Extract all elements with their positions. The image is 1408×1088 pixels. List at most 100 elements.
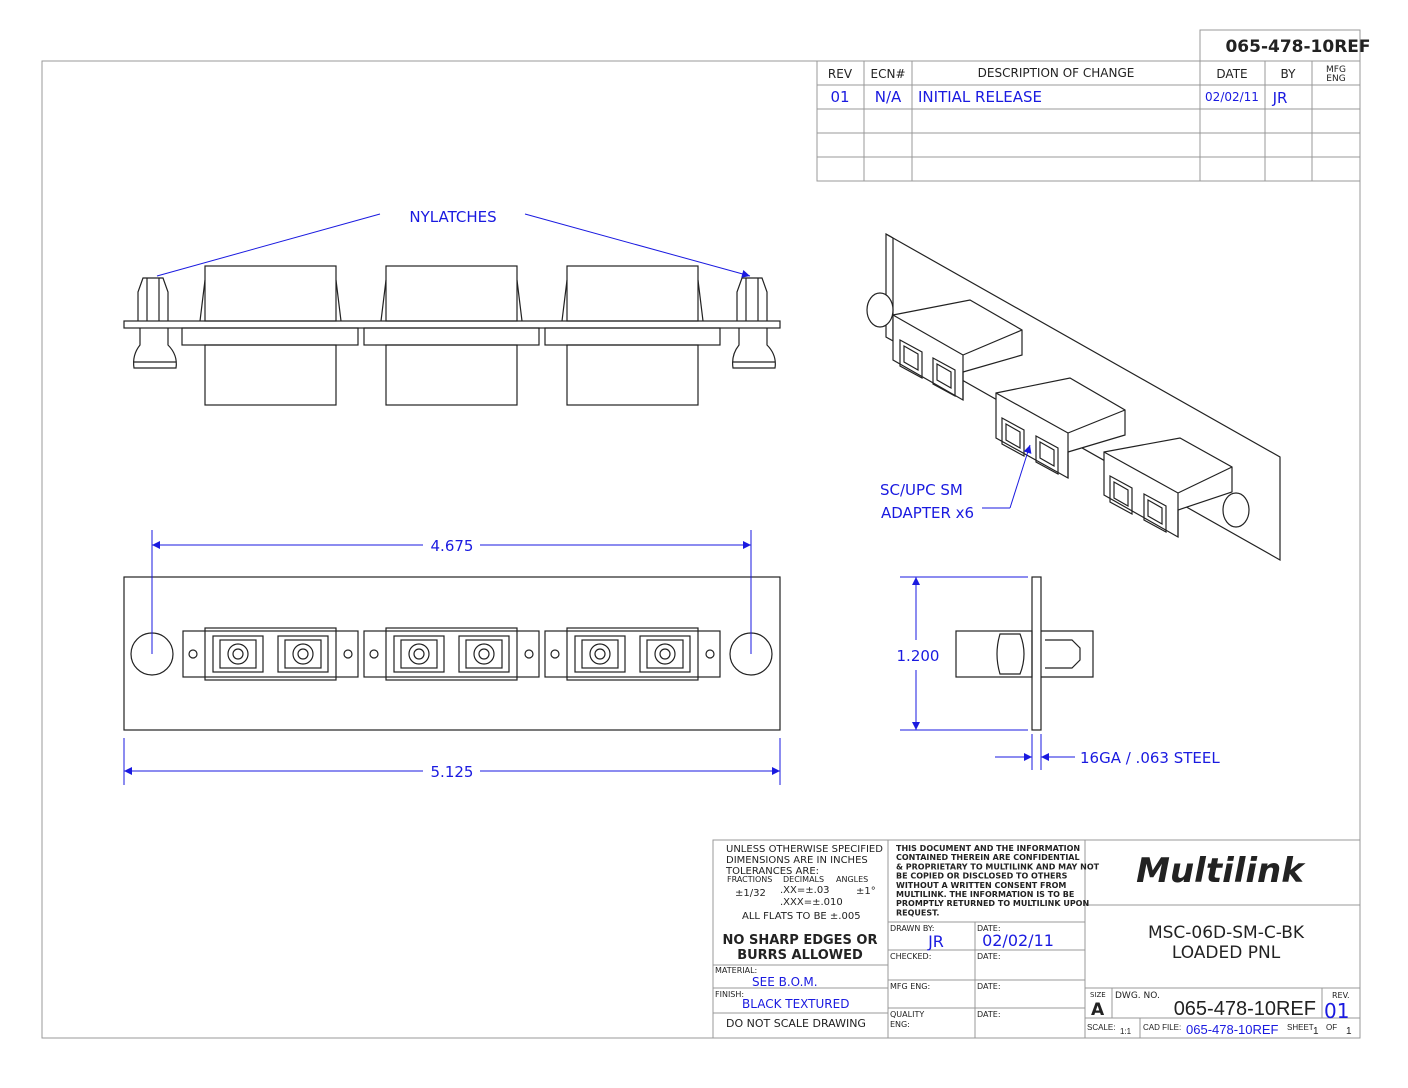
iso-port <box>1143 492 1167 534</box>
of-value: 1 <box>1346 1026 1352 1037</box>
adapter-front-2 <box>363 627 540 681</box>
drawn-date-value: 02/02/11 <box>982 931 1054 950</box>
revision-rev: 01 <box>830 88 849 106</box>
sc-port <box>212 635 264 673</box>
revision-row: 01 N/A INITIAL RELEASE 02/02/11 JR <box>830 88 1287 107</box>
iso-adapter-3 <box>1103 437 1233 539</box>
scale-value: 1:1 <box>1120 1027 1132 1036</box>
iso-nylatch-left <box>866 292 894 328</box>
date-header: DATE <box>1216 67 1247 81</box>
confidential-line: & PROPRIETARY TO MULTILINK AND MAY NOT <box>896 862 1100 871</box>
iso-nylatch-right <box>1222 492 1250 528</box>
nylatches-callout: NYLATCHES <box>409 208 496 226</box>
adapter-front-3 <box>544 627 721 681</box>
mounting-hole <box>188 649 198 659</box>
quality-date-label: DATE: <box>977 1010 1001 1019</box>
confidential-line: BE COPIED OR DISCLOSED TO OTHERS <box>896 872 1068 881</box>
mounting-hole <box>369 649 379 659</box>
iso-port <box>1035 434 1059 476</box>
dwg-no-value: 065-478-10REF <box>1174 998 1316 1020</box>
adapter-callout-line1: SC/UPC SM <box>880 481 963 499</box>
dwg-no-label: DWG. NO. <box>1115 991 1160 1001</box>
adapter-top-3 <box>544 265 721 406</box>
front-view: 4.675 5.125 <box>124 530 780 785</box>
adapter-top-1 <box>181 265 359 406</box>
mounting-hole <box>524 649 534 659</box>
sheet-value: 1 <box>1313 1026 1319 1037</box>
dim-5125-label: 5.125 <box>431 763 474 781</box>
decimals-xxx: .XXX=±.010 <box>780 897 843 908</box>
sheet-label: SHEET <box>1287 1023 1314 1032</box>
extension-lines <box>123 530 781 785</box>
sc-port <box>277 635 329 673</box>
confidential-notice: THIS DOCUMENT AND THE INFORMATIONCONTAIN… <box>896 844 1100 917</box>
drawn-by-label: DRAWN BY: <box>890 924 934 933</box>
checked-label: CHECKED: <box>890 952 931 961</box>
tol-line2: DIMENSIONS ARE IN INCHES <box>726 855 868 866</box>
iso-port <box>899 338 923 380</box>
decimals-xx: .XX=±.03 <box>780 885 830 896</box>
adapter-callout-line2: ADAPTER x6 <box>881 504 974 522</box>
tol-line1: UNLESS OTHERWISE SPECIFIED <box>726 844 883 855</box>
scale-label: SCALE: <box>1087 1023 1115 1032</box>
iso-port <box>1001 416 1025 458</box>
sc-port <box>639 635 691 673</box>
panel-outline <box>123 576 781 731</box>
size-value: A <box>1091 1000 1105 1020</box>
iso-adapter-1 <box>892 299 1023 402</box>
mounting-hole <box>705 649 715 659</box>
part-number: MSC-06D-SM-C-BK <box>1148 923 1305 943</box>
top-view: NYLATCHES <box>123 208 781 406</box>
revision-ecn: N/A <box>875 88 902 106</box>
quality-label: QUALITY <box>890 1010 924 1019</box>
confidential-line: WITHOUT A WRITTEN CONSENT FROM <box>896 881 1066 890</box>
decimals-label: DECIMALS <box>783 875 824 884</box>
sc-port <box>574 635 626 673</box>
rev-label: REV. <box>1332 991 1350 1000</box>
panel-plate-edge <box>123 320 781 329</box>
eng-header: ENG <box>1326 74 1345 84</box>
flats-tolerance: ALL FLATS TO BE ±.005 <box>742 911 861 922</box>
checked-date-label: DATE: <box>977 952 1001 961</box>
fractions-label: FRACTIONS <box>727 875 772 884</box>
by-header: BY <box>1281 67 1297 81</box>
revision-table: REV ECN# DESCRIPTION OF CHANGE DATE BY M… <box>816 60 1361 182</box>
confidential-line: PROMPTLY RETURNED TO MULTILINK UPON <box>896 899 1089 908</box>
tol-line3: TOLERANCES ARE: <box>725 866 819 877</box>
adapter-top-2 <box>363 265 540 406</box>
header-drawing-number: 065-478-10REF <box>1199 29 1371 61</box>
iso-port <box>1109 474 1133 516</box>
cad-file-value: 065-478-10REF <box>1186 1022 1279 1037</box>
dim-1200-label: 1.200 <box>897 647 940 665</box>
front-adapters <box>182 627 721 681</box>
ecn-header: ECN# <box>871 67 906 81</box>
header-drawing-number-text: 065-478-10REF <box>1225 37 1370 57</box>
finish-value: BLACK TEXTURED <box>742 997 849 1011</box>
sc-port <box>458 635 510 673</box>
quality-eng-label: ENG: <box>890 1020 910 1029</box>
nylatches-leaders <box>156 213 750 276</box>
description-header: DESCRIPTION OF CHANGE <box>978 66 1135 80</box>
mounting-hole <box>343 649 353 659</box>
sheet-border <box>41 60 1361 1039</box>
side-plate <box>1031 576 1042 731</box>
material-label: MATERIAL: <box>715 966 757 975</box>
confidential-line: CONTAINED THEREIN ARE CONFIDENTIAL <box>896 853 1080 862</box>
finish-label: FINISH: <box>715 990 744 999</box>
edges-line1: NO SHARP EDGES OR <box>723 933 878 948</box>
confidential-line: THIS DOCUMENT AND THE INFORMATION <box>896 844 1080 853</box>
sc-port <box>393 635 445 673</box>
confidential-line: REQUEST. <box>896 908 939 917</box>
drawn-by-value: JR <box>927 932 944 951</box>
rev-value: 01 <box>1324 999 1349 1023</box>
thickness-callout: 16GA / .063 STEEL <box>1080 749 1220 767</box>
revision-date: 02/02/11 <box>1205 90 1259 104</box>
fractions-value: ±1/32 <box>735 888 766 899</box>
side-view: 1.200 16GA / .063 STEEL <box>897 576 1220 770</box>
mfg-header: MFG <box>1326 65 1346 75</box>
angles-value: ±1° <box>856 886 876 897</box>
dim-4675-label: 4.675 <box>431 537 474 555</box>
iso-port <box>932 356 956 398</box>
of-label: OF <box>1326 1023 1337 1032</box>
